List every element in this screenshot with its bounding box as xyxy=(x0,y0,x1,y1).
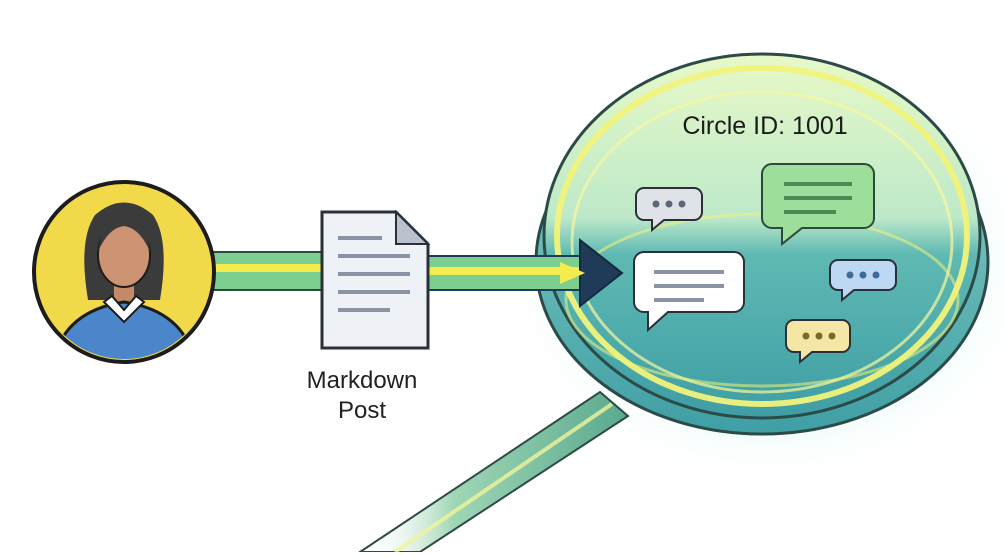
chat-bubble-icon xyxy=(761,163,875,247)
chat-bubble-icon xyxy=(635,187,703,233)
flow-band-left xyxy=(204,251,331,291)
chat-bubble-icon xyxy=(785,319,851,365)
circle-dish xyxy=(534,52,990,436)
chat-bubble-icon xyxy=(829,259,897,303)
document-icon xyxy=(320,209,431,350)
document-label-line1: Markdown xyxy=(306,367,418,394)
chat-bubble-icon xyxy=(633,251,745,333)
document-label-line2: Post xyxy=(337,397,387,424)
document-label: Markdown Post xyxy=(292,366,432,426)
user-avatar-icon xyxy=(32,180,216,364)
flow-arrow xyxy=(424,237,624,309)
circle-id-label: Circle ID: 1001 xyxy=(682,112,848,140)
